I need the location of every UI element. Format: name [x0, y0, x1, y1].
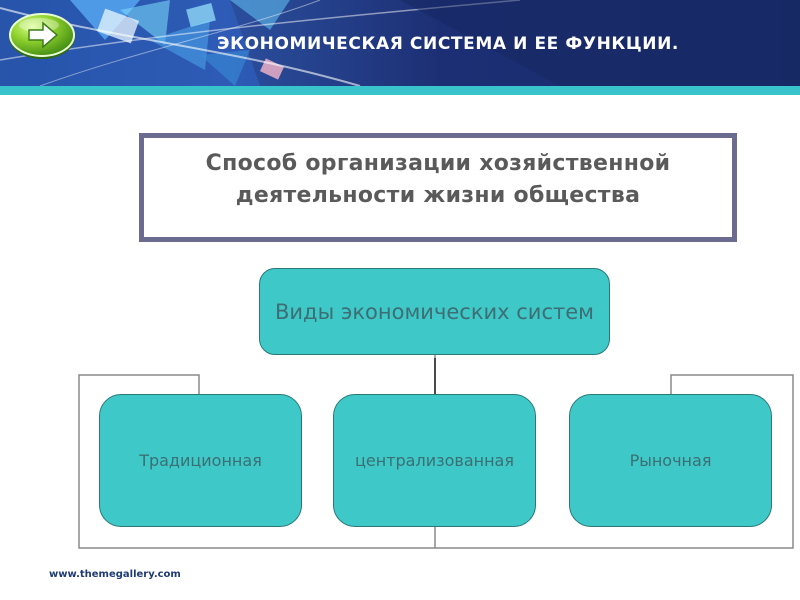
definition-box: Способ организации хозяйственной деятель… — [139, 133, 737, 242]
definition-text: Способ организации хозяйственной деятель… — [205, 151, 671, 208]
centralized-system-node: централизованная — [333, 394, 536, 527]
traditional-system-node: Традиционная — [99, 394, 302, 527]
next-slide-button[interactable] — [7, 11, 77, 61]
footer-website-link[interactable]: www.themegallery.com — [49, 569, 181, 580]
arrow-right-icon — [9, 13, 75, 59]
header-banner: ЭКОНОМИЧЕСКАЯ СИСТЕМА И ЕЕ ФУНКЦИИ. — [0, 0, 800, 86]
slide-title: ЭКОНОМИЧЕСКАЯ СИСТЕМА И ЕЕ ФУНКЦИИ. — [217, 34, 679, 54]
market-system-node: Рыночная — [569, 394, 772, 527]
header-accent-bar — [0, 86, 800, 95]
header-decoration — [0, 0, 800, 86]
economic-system-types-node: Виды экономических систем — [259, 268, 610, 355]
